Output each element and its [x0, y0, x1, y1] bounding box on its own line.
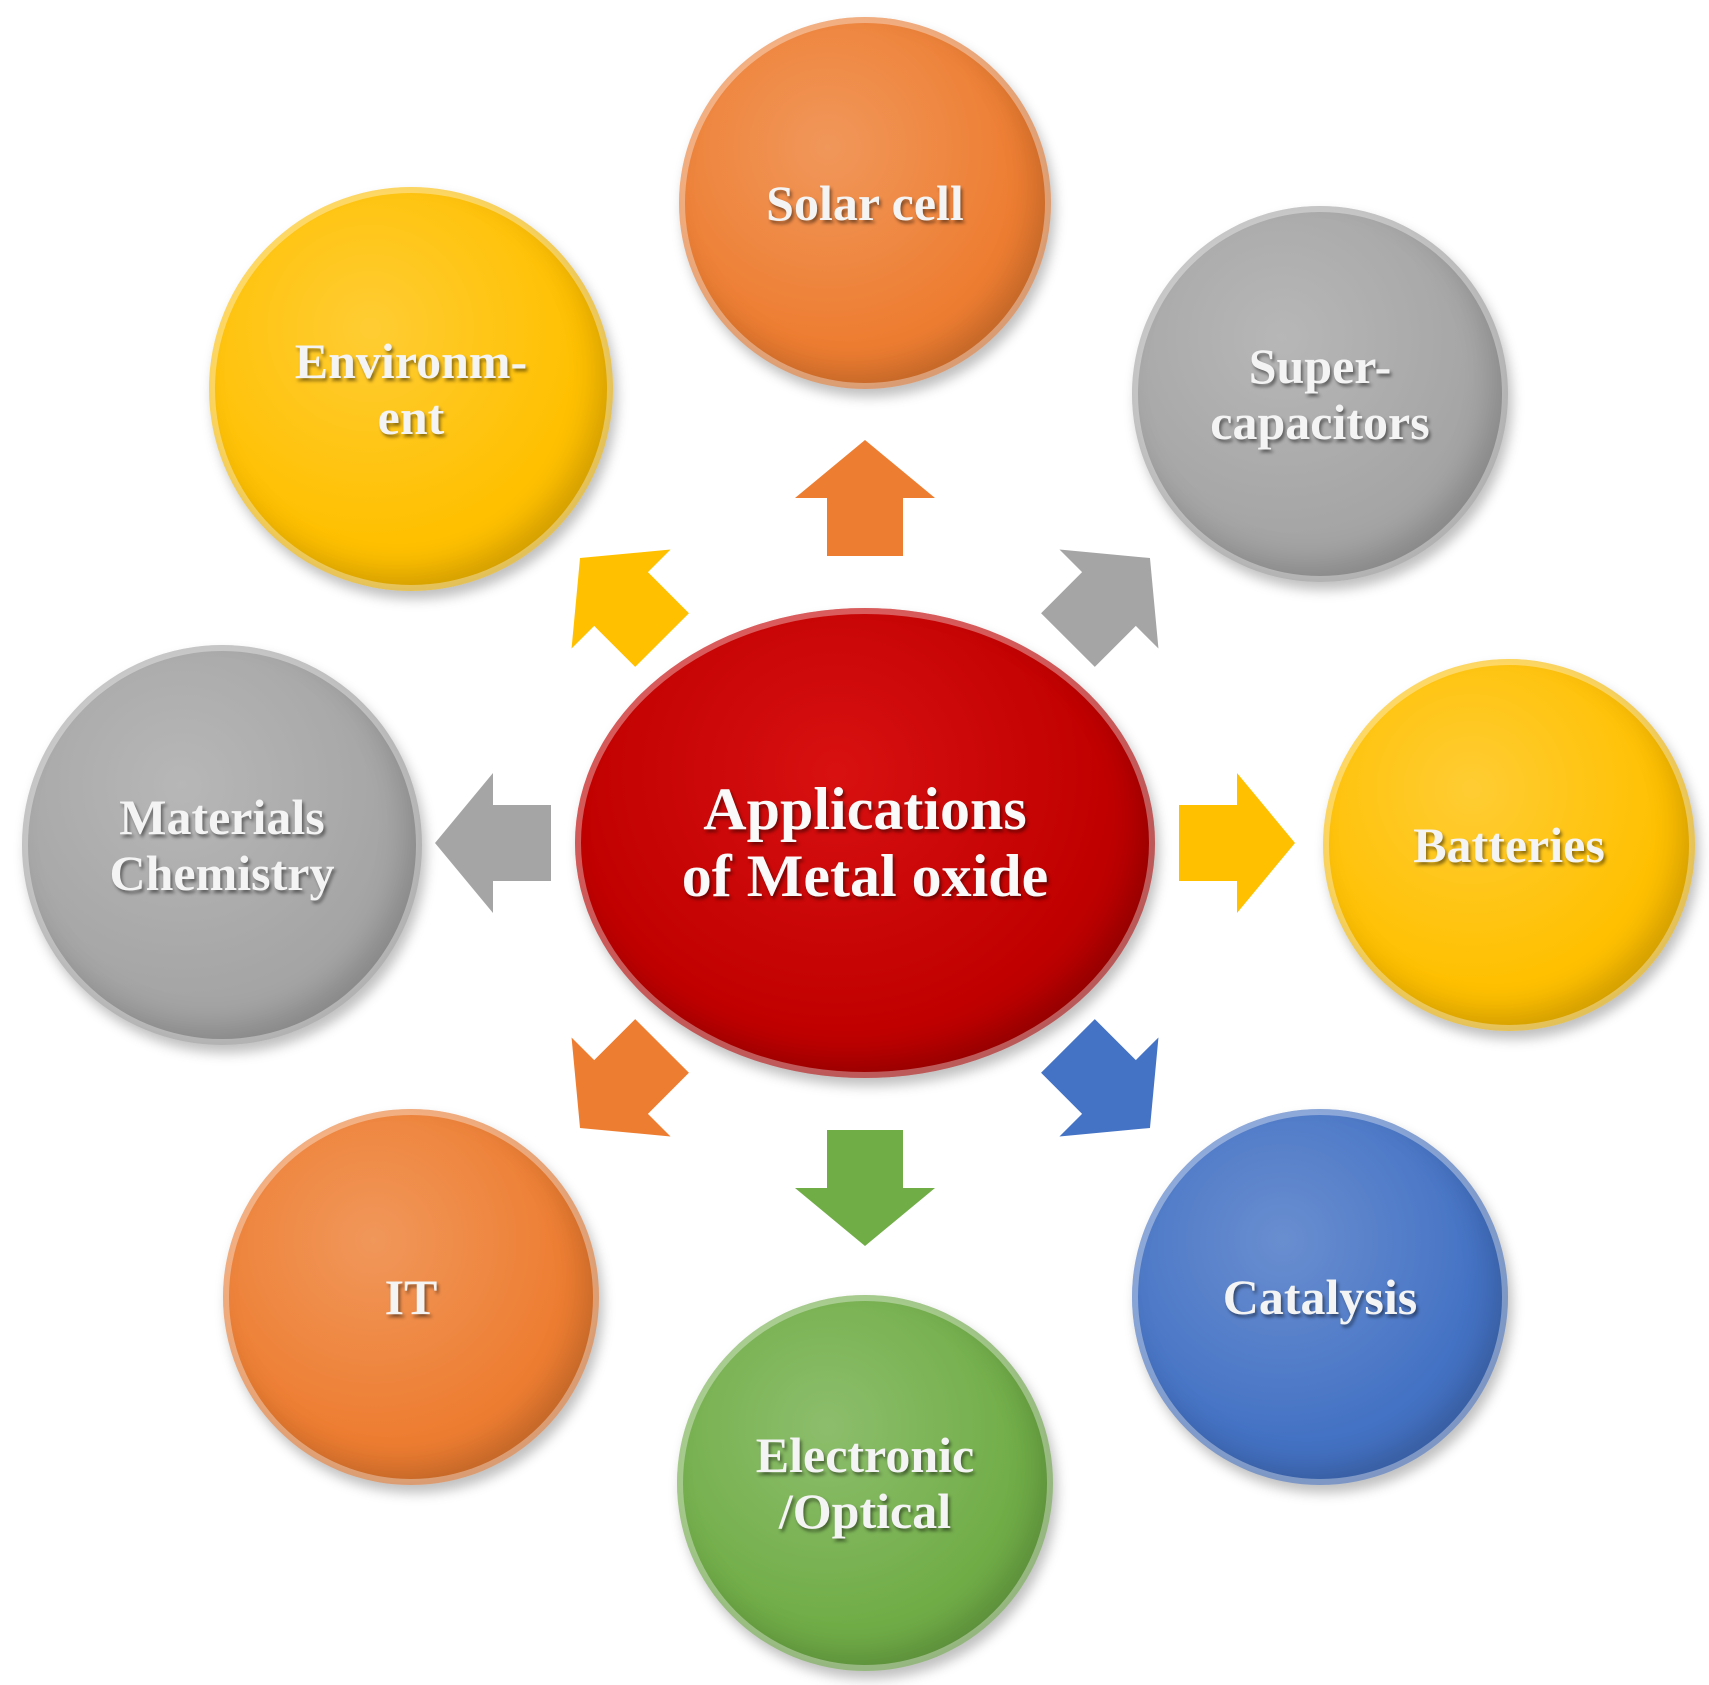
node-label: Batteries: [1413, 817, 1605, 873]
node-label: IT: [384, 1269, 438, 1325]
node-supercapacitors: Super- capacitors: [1132, 206, 1508, 582]
arrow-batteries: [1179, 773, 1295, 913]
center-title: Applications of Metal oxide: [681, 775, 1049, 909]
arrow-it: [571, 1019, 689, 1137]
center-ellipse: Applications of Metal oxide: [575, 608, 1155, 1078]
node-it: IT: [223, 1109, 599, 1485]
node-label: Environm- ent: [294, 333, 528, 445]
node-materials-chemistry: Materials Chemistry: [22, 645, 422, 1045]
node-electronic-optical: Electronic /Optical: [677, 1295, 1053, 1671]
node-label: Materials Chemistry: [109, 789, 335, 901]
node-solar-cell: Solar cell: [679, 17, 1051, 389]
arrow-supercapacitors: [1041, 549, 1159, 667]
arrow-catalysis: [1041, 1019, 1159, 1137]
node-environment: Environm- ent: [209, 187, 613, 591]
node-batteries: Batteries: [1323, 659, 1695, 1031]
arrow-environment: [571, 549, 689, 667]
arrow-materials-chemistry: [435, 773, 551, 913]
node-label: Electronic /Optical: [755, 1427, 975, 1539]
node-label: Solar cell: [766, 175, 964, 231]
node-label: Super- capacitors: [1210, 338, 1430, 450]
arrow-solar-cell: [795, 440, 935, 556]
node-label: Catalysis: [1222, 1269, 1418, 1325]
arrow-electronic-optical: [795, 1130, 935, 1246]
node-catalysis: Catalysis: [1132, 1109, 1508, 1485]
